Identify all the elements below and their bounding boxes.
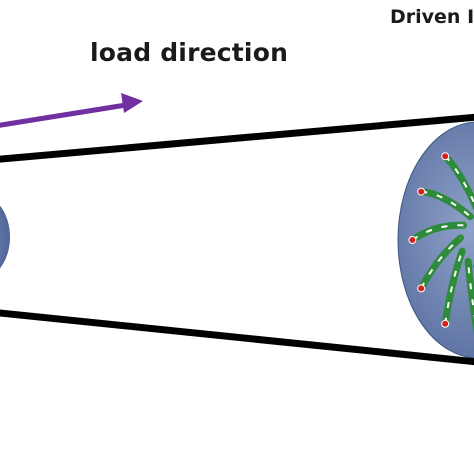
spoke-pin xyxy=(417,187,426,196)
load-direction-arrow xyxy=(0,93,143,128)
belt-upper-strand xyxy=(0,113,474,163)
spring-spoke-stripe xyxy=(467,261,474,319)
driver-pulley xyxy=(0,205,10,269)
spoke-pin xyxy=(408,236,417,244)
spoke-pin xyxy=(441,319,450,328)
spoke-pin xyxy=(417,284,426,293)
driven-pulley-spokes xyxy=(408,152,474,335)
load-direction-label: load direction xyxy=(90,38,289,67)
driven-pulley xyxy=(397,121,474,359)
spring-spoke-stripe xyxy=(420,237,462,289)
spoke-pin xyxy=(441,152,450,161)
spring-spoke-stripe xyxy=(444,155,474,205)
arrow-head xyxy=(121,93,143,113)
arrow-shaft xyxy=(0,102,127,128)
spring-spoke-stripe xyxy=(411,224,464,241)
spring-spoke-stripe xyxy=(444,250,464,324)
belt-lower-strand xyxy=(0,309,474,366)
driven-pulley-label: Driven I xyxy=(390,6,474,28)
driven-pulley-disc xyxy=(397,121,474,359)
